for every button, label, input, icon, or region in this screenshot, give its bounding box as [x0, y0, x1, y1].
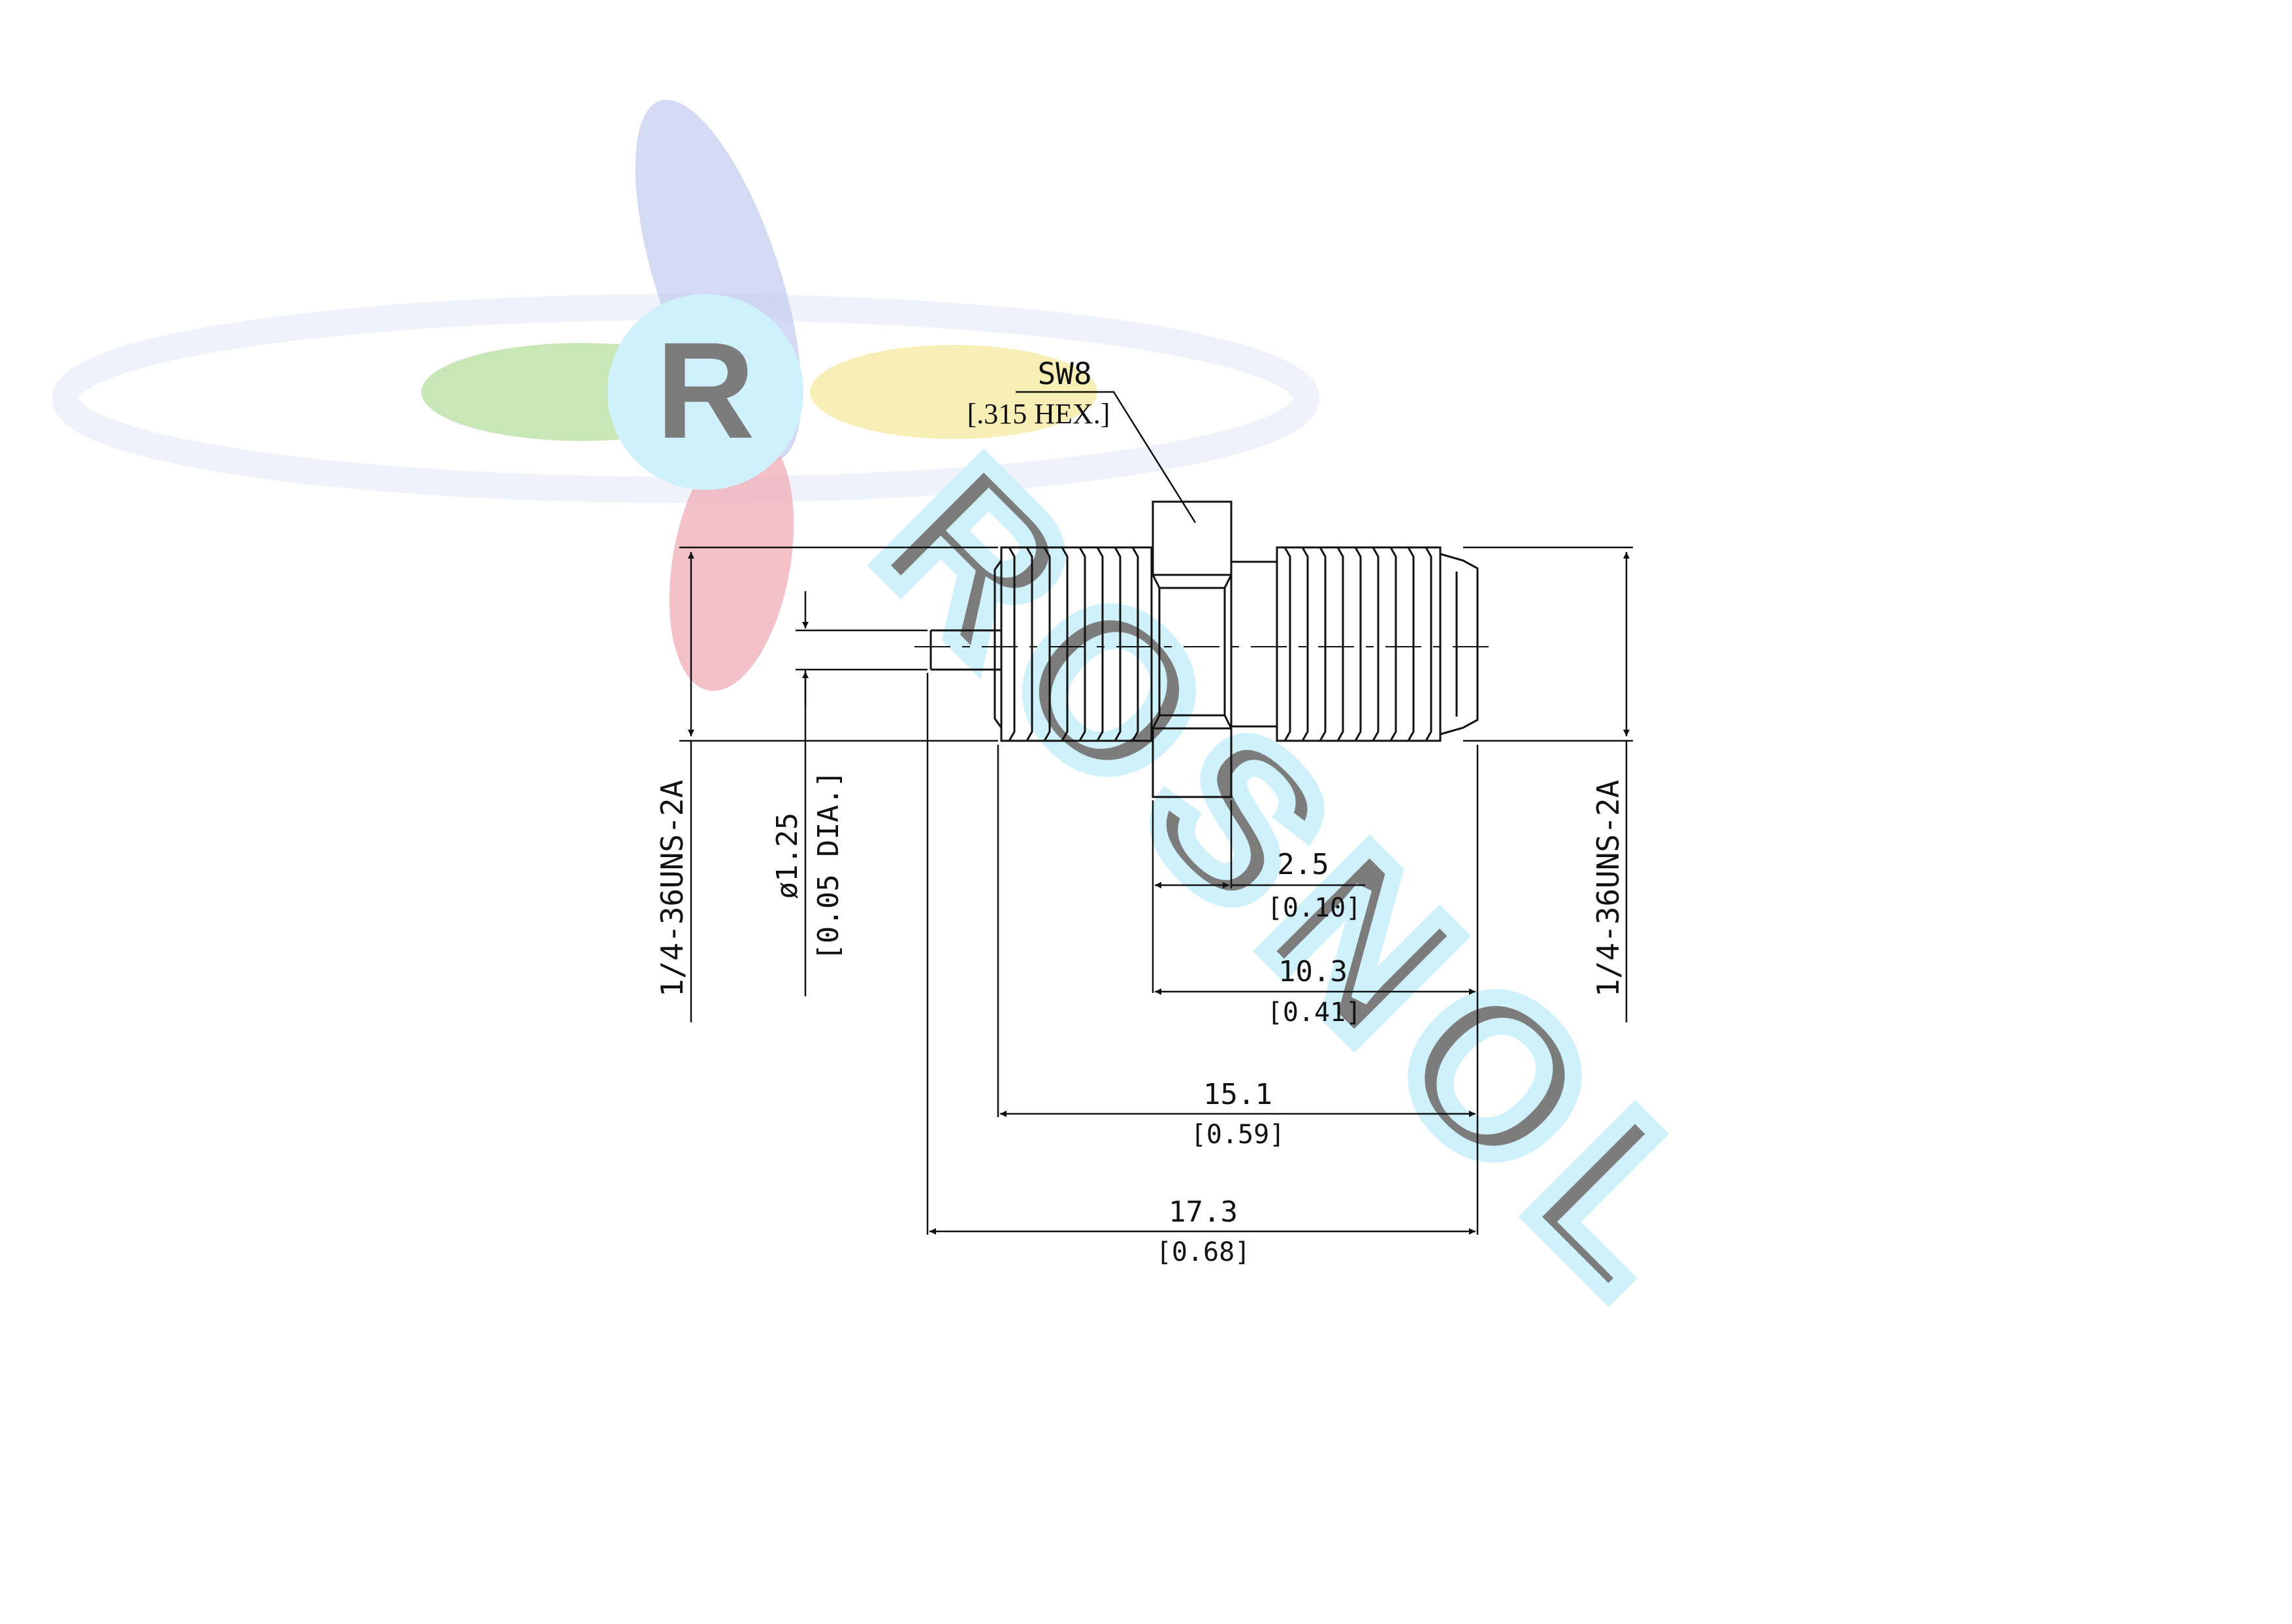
thread-crest [1425, 547, 1432, 741]
dim-hex-to-thread-mm: 2.5 [1277, 848, 1329, 881]
hex-size-label: SW8 [1037, 356, 1091, 391]
annotations: SW8 [.315 HEX.] 1/4-36UNS-2A 1/4-36UNS-2… [654, 356, 1626, 1267]
thread-crest [1025, 547, 1033, 741]
logo-ring-yellow [810, 345, 1097, 439]
dimension-lines [688, 391, 1630, 1235]
thread-crest [1008, 547, 1016, 741]
thread-crest [1407, 547, 1415, 741]
thread-crest [1283, 547, 1291, 741]
thread-crest [1372, 547, 1380, 741]
pin-diameter-inch: [0.05 DIA.] [812, 770, 845, 960]
thread-crest [1301, 547, 1309, 741]
left-thread-crests [1008, 547, 1139, 741]
thread-crest [1131, 547, 1139, 741]
thread-spec-right: 1/4-36UNS-2A [1590, 780, 1626, 997]
thread-crest [1061, 547, 1069, 741]
watermark-logo: R ROSNOL [52, 99, 1778, 1359]
left-thread-chamfer [993, 560, 1003, 728]
thread-crest [1354, 547, 1362, 741]
right-thread-body [1276, 546, 1442, 742]
logo-letter: R [656, 314, 755, 467]
dim-hex-to-thread-inch: [0.10] [1267, 893, 1362, 923]
hex-callout-leader [1016, 391, 1197, 523]
dim-body-length-mm: 15.1 [1203, 1078, 1272, 1111]
thread-crest [1043, 547, 1051, 741]
hex-inch-label: [.315 HEX.] [967, 398, 1110, 430]
thread-crest [1078, 547, 1086, 741]
connector-outline [914, 500, 1496, 798]
thread-spec-left: 1/4-36UNS-2A [654, 780, 690, 997]
thread-crest [1336, 547, 1344, 741]
dim-overall-length-inch: [0.68] [1156, 1237, 1251, 1267]
logo-petal-red [669, 432, 794, 691]
thread-crest [1389, 547, 1397, 741]
thread-crest [1114, 547, 1122, 741]
thread-crest [1319, 547, 1327, 741]
dim-overall-length-mm: 17.3 [1169, 1195, 1238, 1229]
right-end-face [1440, 553, 1479, 736]
extension-lines [679, 546, 1633, 1235]
dim-hex-to-end-inch: [0.41] [1267, 998, 1362, 1028]
brand-watermark-text: ROSNOL [837, 417, 1770, 1351]
dim-hex-to-end-mm: 10.3 [1278, 955, 1348, 988]
left-thread-body [1000, 546, 1153, 742]
pin-diameter-mm: ø1.25 [771, 813, 804, 899]
right-thread-crests [1283, 547, 1432, 741]
dim-body-length-inch: [0.59] [1191, 1120, 1285, 1150]
logo-sphere [607, 294, 803, 490]
thread-crest [1096, 547, 1104, 741]
